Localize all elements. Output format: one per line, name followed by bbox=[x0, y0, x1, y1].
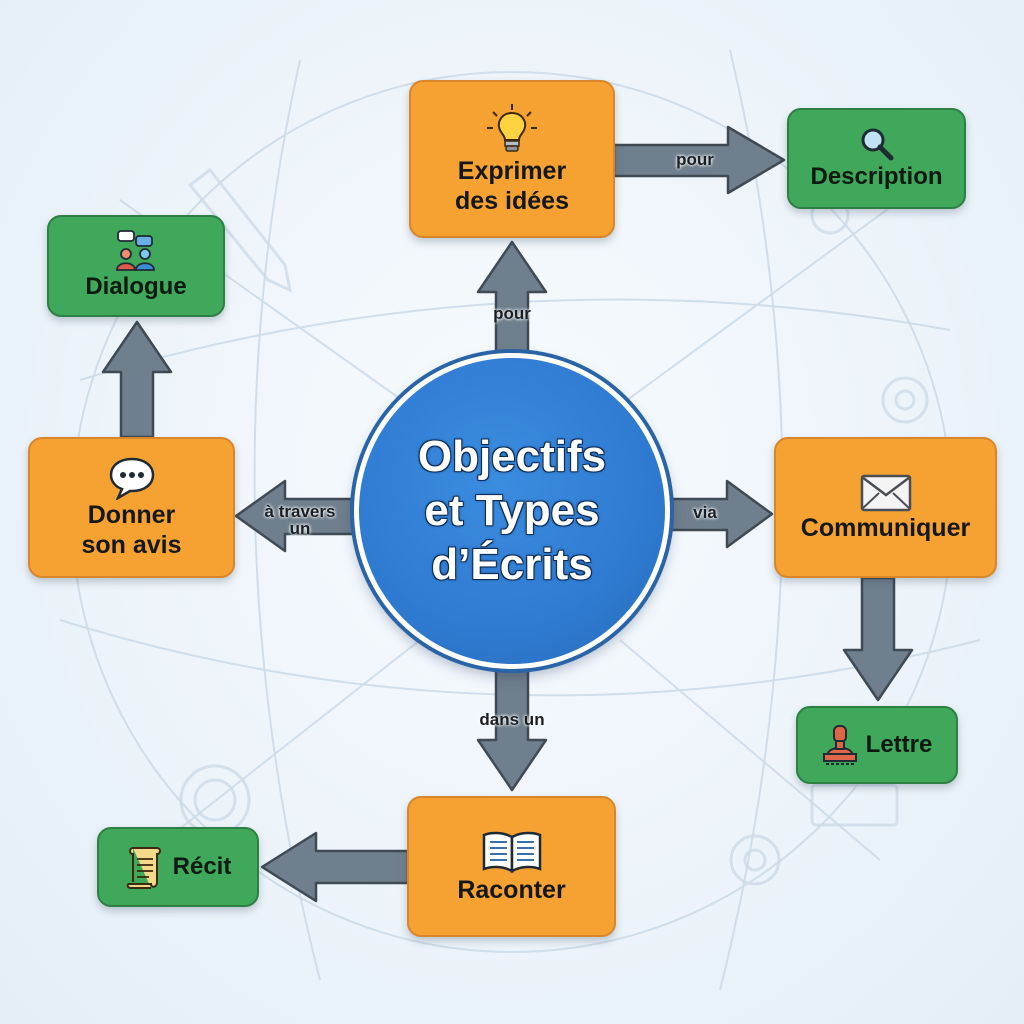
lightbulb-icon bbox=[487, 104, 537, 152]
arrow-center-to-communiquer bbox=[668, 479, 774, 549]
node-exprimer-des-idees[interactable]: Exprimer des idées bbox=[409, 80, 615, 238]
node-communiquer[interactable]: Communiquer bbox=[774, 437, 997, 578]
node-label: Récit bbox=[172, 853, 232, 880]
edge-label-center-to-communiquer: via bbox=[693, 503, 717, 522]
node-label: Description bbox=[810, 162, 943, 190]
node-label: Lettre bbox=[865, 731, 933, 758]
open-book-icon bbox=[482, 831, 541, 873]
scroll-icon bbox=[126, 847, 161, 889]
stamp-icon bbox=[822, 725, 857, 765]
node-label: Raconter bbox=[457, 875, 566, 904]
node-raconter[interactable]: Raconter bbox=[407, 796, 616, 937]
arrow-communiquer-to-lettre bbox=[842, 576, 914, 702]
magnifier-icon bbox=[861, 128, 893, 160]
node-donner-son-avis[interactable]: Donner son avis bbox=[28, 437, 235, 578]
arrow-center-to-donner bbox=[234, 479, 356, 553]
envelope-icon bbox=[860, 474, 911, 511]
node-label: Exprimer des idées bbox=[455, 157, 569, 215]
speech-bubble-icon bbox=[109, 457, 154, 500]
edge-label-center-to-donner: à travers un bbox=[264, 502, 336, 538]
node-dialogue[interactable]: Dialogue bbox=[47, 215, 225, 317]
arrow-exprimer-to-description bbox=[612, 125, 786, 195]
people-chat-icon bbox=[116, 230, 155, 271]
arrow-raconter-to-recit bbox=[260, 831, 410, 903]
node-label: Dialogue bbox=[85, 273, 187, 300]
node-label: Donner son avis bbox=[81, 500, 182, 559]
edge-label-exprimer-to-description: pour bbox=[676, 150, 714, 169]
edge-label-center-to-exprimer: pour bbox=[493, 304, 531, 323]
node-lettre[interactable]: Lettre bbox=[796, 706, 958, 784]
node-recit[interactable]: Récit bbox=[97, 827, 259, 907]
arrow-center-to-exprimer bbox=[476, 240, 548, 355]
central-topic[interactable]: Objectifs et Types d’Écrits bbox=[354, 353, 670, 669]
node-label: Communiquer bbox=[800, 513, 971, 542]
edge-label-center-to-raconter: dans un bbox=[479, 710, 545, 729]
node-description[interactable]: Description bbox=[787, 108, 966, 209]
central-topic-title: Objectifs et Types d’Écrits bbox=[417, 432, 607, 589]
arrow-donner-to-dialogue bbox=[101, 320, 173, 439]
arrow-center-to-raconter bbox=[476, 667, 548, 792]
